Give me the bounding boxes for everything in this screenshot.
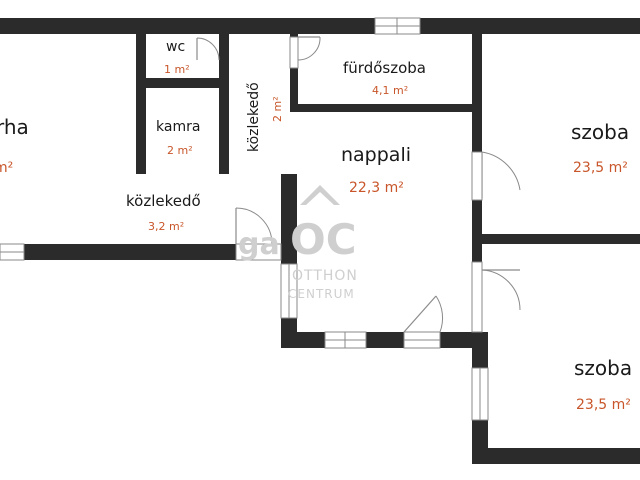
wall-nappali-right-mid: [472, 200, 482, 262]
watermark-line2: CENTRUM: [288, 287, 355, 301]
watermark-brand-mark: OC: [290, 215, 357, 264]
room-szoba-top-name: szoba: [571, 120, 629, 144]
door-bathroom: [289, 36, 321, 69]
room-corridor-vertical-name: közlekedő: [246, 82, 262, 152]
wall-bath-bottom: [290, 104, 480, 112]
window-nappali-left: [280, 263, 298, 319]
wall-top-right: [420, 18, 640, 34]
watermark: ga OC OTTHON CENTRUM: [238, 185, 358, 301]
walls: [0, 18, 640, 464]
wall-wc-left: [136, 34, 146, 174]
room-corridor-name: közlekedő: [126, 192, 201, 210]
wall-nappali-right-top: [472, 34, 482, 152]
wall-szoba-divider: [482, 234, 640, 244]
room-labels: rha m² wc 1 m² kamra 2 m² fürdőszoba 4,1…: [0, 39, 632, 413]
room-konyha-name: rha: [0, 115, 29, 139]
door-szoba-bottom: [471, 261, 521, 333]
window-nappali-bottom-right: [403, 331, 441, 349]
wall-nappali-bottom-b: [366, 332, 404, 348]
watermark-brand-short: ga: [238, 227, 280, 262]
wall-hall-bottom-left: [24, 244, 236, 260]
room-living-area: 22,3 m²: [349, 180, 404, 196]
wall-bath-left-low: [290, 68, 298, 110]
windows: [0, 17, 489, 421]
wall-bottom-right: [472, 448, 640, 464]
room-szoba-bottom-name: szoba: [574, 356, 632, 380]
wall-bath-left: [290, 34, 298, 37]
room-konyha-area: m²: [0, 160, 13, 176]
room-wc-name: wc: [166, 39, 185, 55]
window-hall-left: [0, 243, 25, 261]
room-bathroom-area: 4,1 m²: [372, 84, 408, 97]
room-bathroom-name: fürdőszoba: [343, 59, 426, 77]
wall-wc-bottom: [136, 78, 226, 88]
room-szoba-top-area: 23,5 m²: [573, 160, 628, 176]
room-szoba-bottom-area: 23,5 m²: [576, 397, 631, 413]
wall-top-left: [0, 18, 375, 34]
room-corridor-area: 3,2 m²: [148, 220, 184, 233]
door-wc: [196, 37, 220, 61]
door-nappali-bottom: [403, 295, 444, 333]
window-szoba-bottom-left: [471, 367, 489, 421]
room-kamra-area: 2 m²: [167, 144, 193, 157]
window-nappali-bottom-left: [324, 331, 367, 349]
wall-step-vertical: [472, 332, 488, 368]
window-top: [374, 17, 421, 35]
room-corridor-vertical-area: 2 m²: [271, 96, 284, 122]
wall-nappali-left: [281, 174, 297, 264]
wall-nappali-bottom-a: [281, 332, 325, 348]
wall-kamra-right: [219, 34, 229, 174]
doors: [196, 36, 521, 333]
house-roof-icon: [300, 185, 340, 205]
watermark-line1: OTTHON: [292, 268, 358, 284]
room-kamra-name: kamra: [156, 119, 200, 135]
room-living-name: nappali: [341, 144, 411, 166]
door-szoba-top: [471, 151, 521, 201]
room-wc-area: 1 m²: [164, 63, 190, 76]
door-hall-to-nappali: [235, 207, 282, 261]
